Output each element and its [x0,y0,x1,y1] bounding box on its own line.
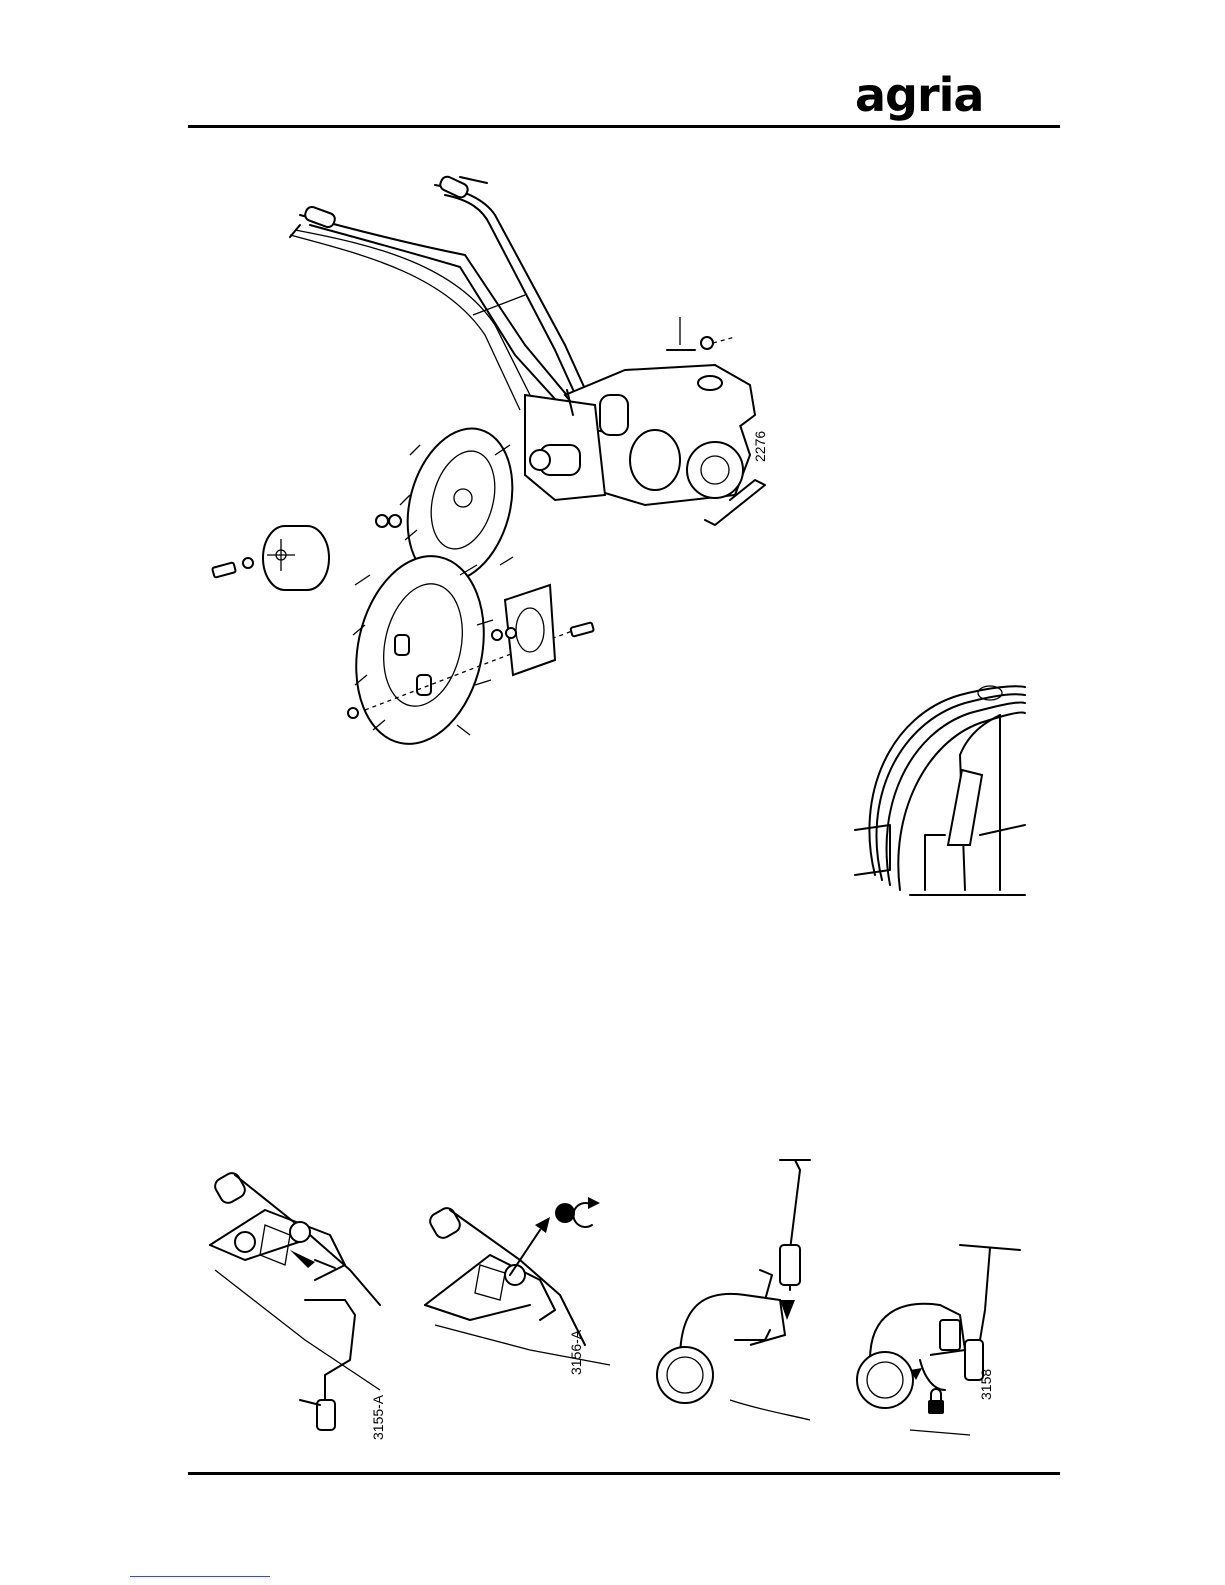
agria-logo: agria [855,70,1030,120]
crank-mount-illustration [650,1150,830,1430]
footer-link-underline [130,1576,270,1577]
figure-number: 2276 [752,431,768,462]
footer-rule [188,1472,1060,1475]
tractor-illustration [195,155,775,745]
figure-number: 3156-A [568,1330,584,1375]
crank-locked-illustration [850,1240,1030,1440]
crank-insert-illustration [205,1150,380,1435]
brand-wordmark: agria [855,68,983,122]
figure-number: 3155-A [370,1395,386,1440]
header-rule [188,125,1060,128]
lever-detail-illustration [850,675,1030,905]
figure-number: 3158 [978,1369,994,1400]
